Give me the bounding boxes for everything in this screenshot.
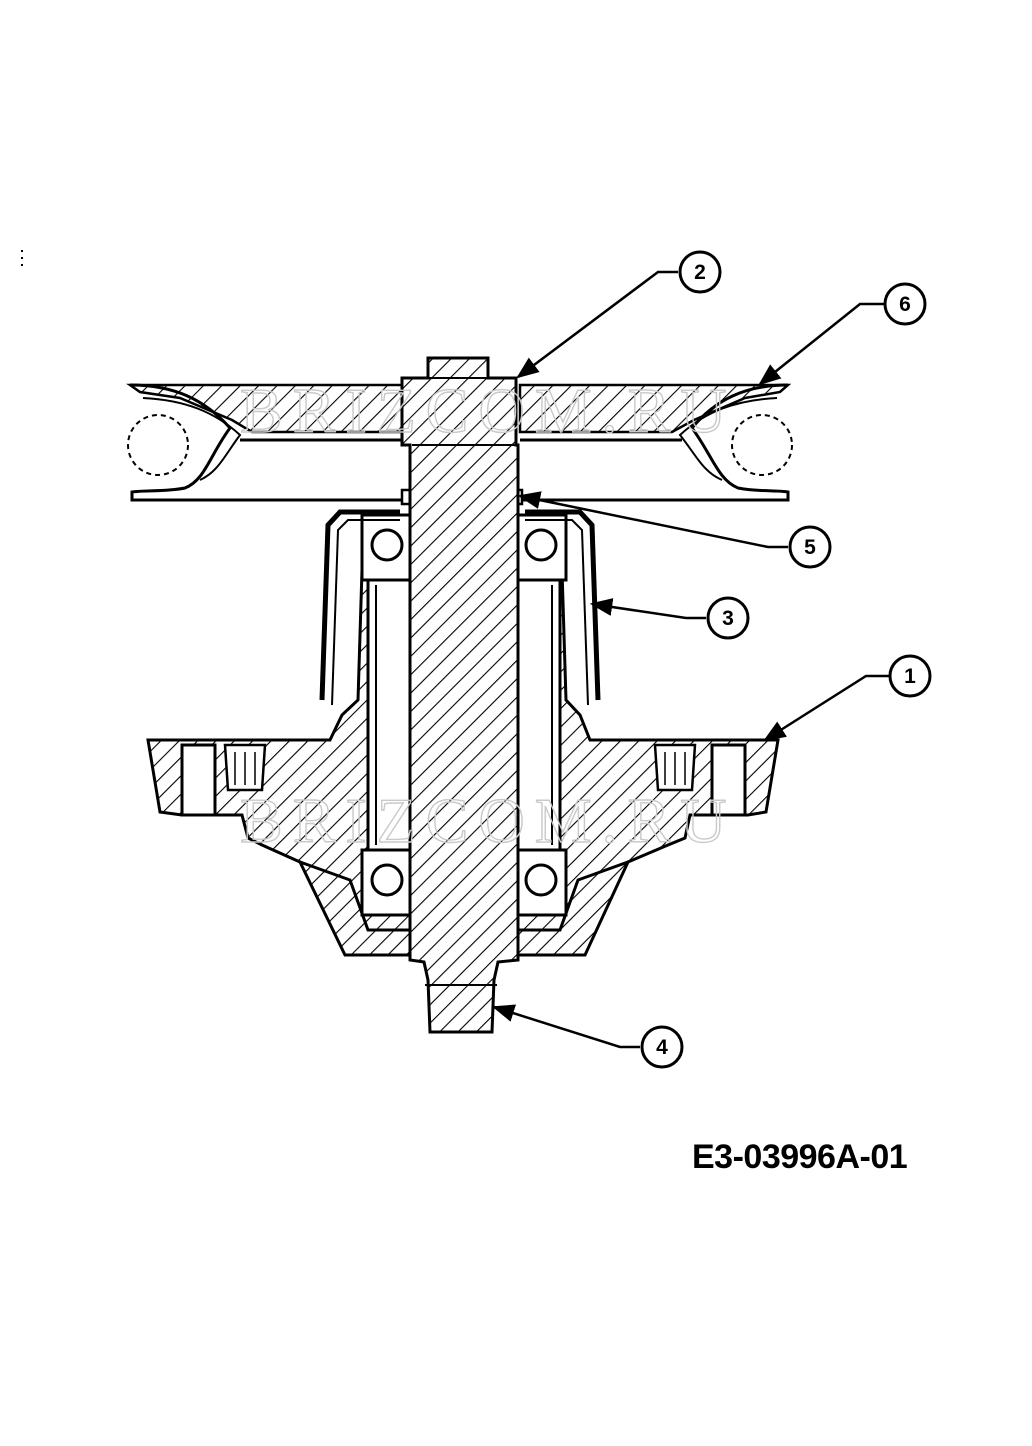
spindle-shaft <box>400 356 520 1034</box>
svg-text:3: 3 <box>722 607 734 630</box>
callout-5: 5 <box>788 525 832 569</box>
svg-text:4: 4 <box>656 1036 668 1059</box>
svg-text:6: 6 <box>899 293 911 316</box>
callout-4: 4 <box>640 1025 684 1069</box>
svg-text:1: 1 <box>904 665 916 688</box>
svg-text:5: 5 <box>804 536 816 559</box>
svg-text:2: 2 <box>694 261 706 284</box>
callout-leaders <box>491 270 890 1049</box>
svg-text:BRIZCOM.RU: BRIZCOM.RU <box>240 375 737 446</box>
spindle-housing <box>146 553 780 957</box>
callout-3: 3 <box>706 596 750 640</box>
upper-bearings <box>360 513 568 582</box>
drawing-number: E3-03996A-01 <box>692 1138 908 1176</box>
lower-bearings <box>360 848 568 917</box>
callout-6: 6 <box>883 282 927 326</box>
svg-text:BRIZCOM.RU: BRIZCOM.RU <box>240 785 737 856</box>
callout-2: 2 <box>678 250 722 294</box>
watermark: BRIZCOM.RU BRIZCOM.RU <box>239 374 737 856</box>
callout-1: 1 <box>888 654 932 698</box>
